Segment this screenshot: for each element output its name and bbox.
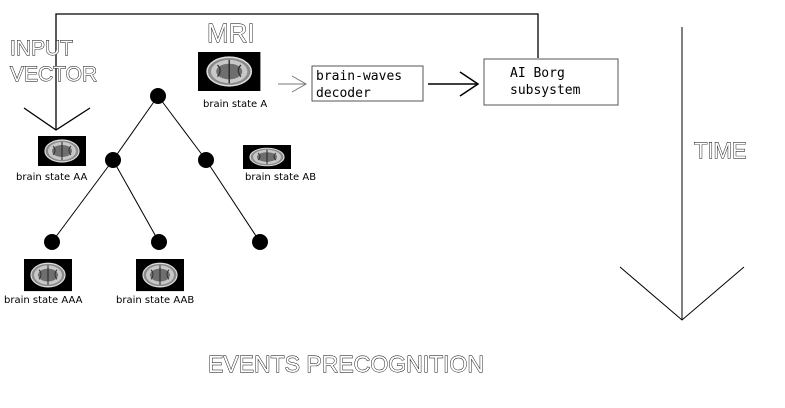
borg-box: [483, 58, 619, 106]
tree-node-ab-child: [252, 234, 268, 250]
feedback-line: [55, 13, 539, 130]
decoder-box-line2: decoder: [316, 86, 371, 101]
mri-to-decoder-arrowhead: [291, 75, 308, 93]
tree-node-ab: [198, 152, 214, 168]
time-label: TIME: [694, 138, 747, 163]
tree-node-aa: [105, 152, 121, 168]
decoder-to-borg-arrowhead: [459, 71, 480, 97]
tree-edges: [51, 95, 261, 243]
time-arrow-head: [619, 266, 745, 321]
tree-node-aaa: [44, 234, 60, 250]
brain-state-aa-label: brain state AA: [16, 172, 88, 183]
brain-state-aaa-image: [23, 258, 73, 292]
brain-state-aab-label: brain state AAB: [116, 295, 194, 306]
tree-node-aab: [151, 234, 167, 250]
footer-title: EVENTS PRECOGNITION: [208, 351, 484, 377]
brain-state-aa-image: [37, 135, 87, 167]
brain-state-ab-label: brain state AB: [245, 172, 316, 183]
brain-state-a-label: brain state A: [203, 99, 267, 110]
input-vector-label-line1: INPUT: [10, 37, 73, 60]
brain-state-aab-image: [135, 258, 185, 292]
decoder-box: [311, 65, 424, 102]
borg-box-line2: subsystem: [510, 83, 581, 98]
mri-label: MRI: [207, 18, 255, 48]
tree-node-a: [150, 88, 166, 104]
brain-state-aaa-label: brain state AAA: [4, 295, 83, 306]
brain-state-a-image: [197, 51, 262, 92]
borg-box-line1: AI Borg: [510, 66, 565, 81]
input-arrow-head: [23, 107, 91, 131]
input-vector-label-line2: VECTOR: [10, 63, 97, 86]
brain-state-ab-image: [242, 144, 292, 170]
decoder-box-line1: brain-waves: [316, 69, 402, 84]
